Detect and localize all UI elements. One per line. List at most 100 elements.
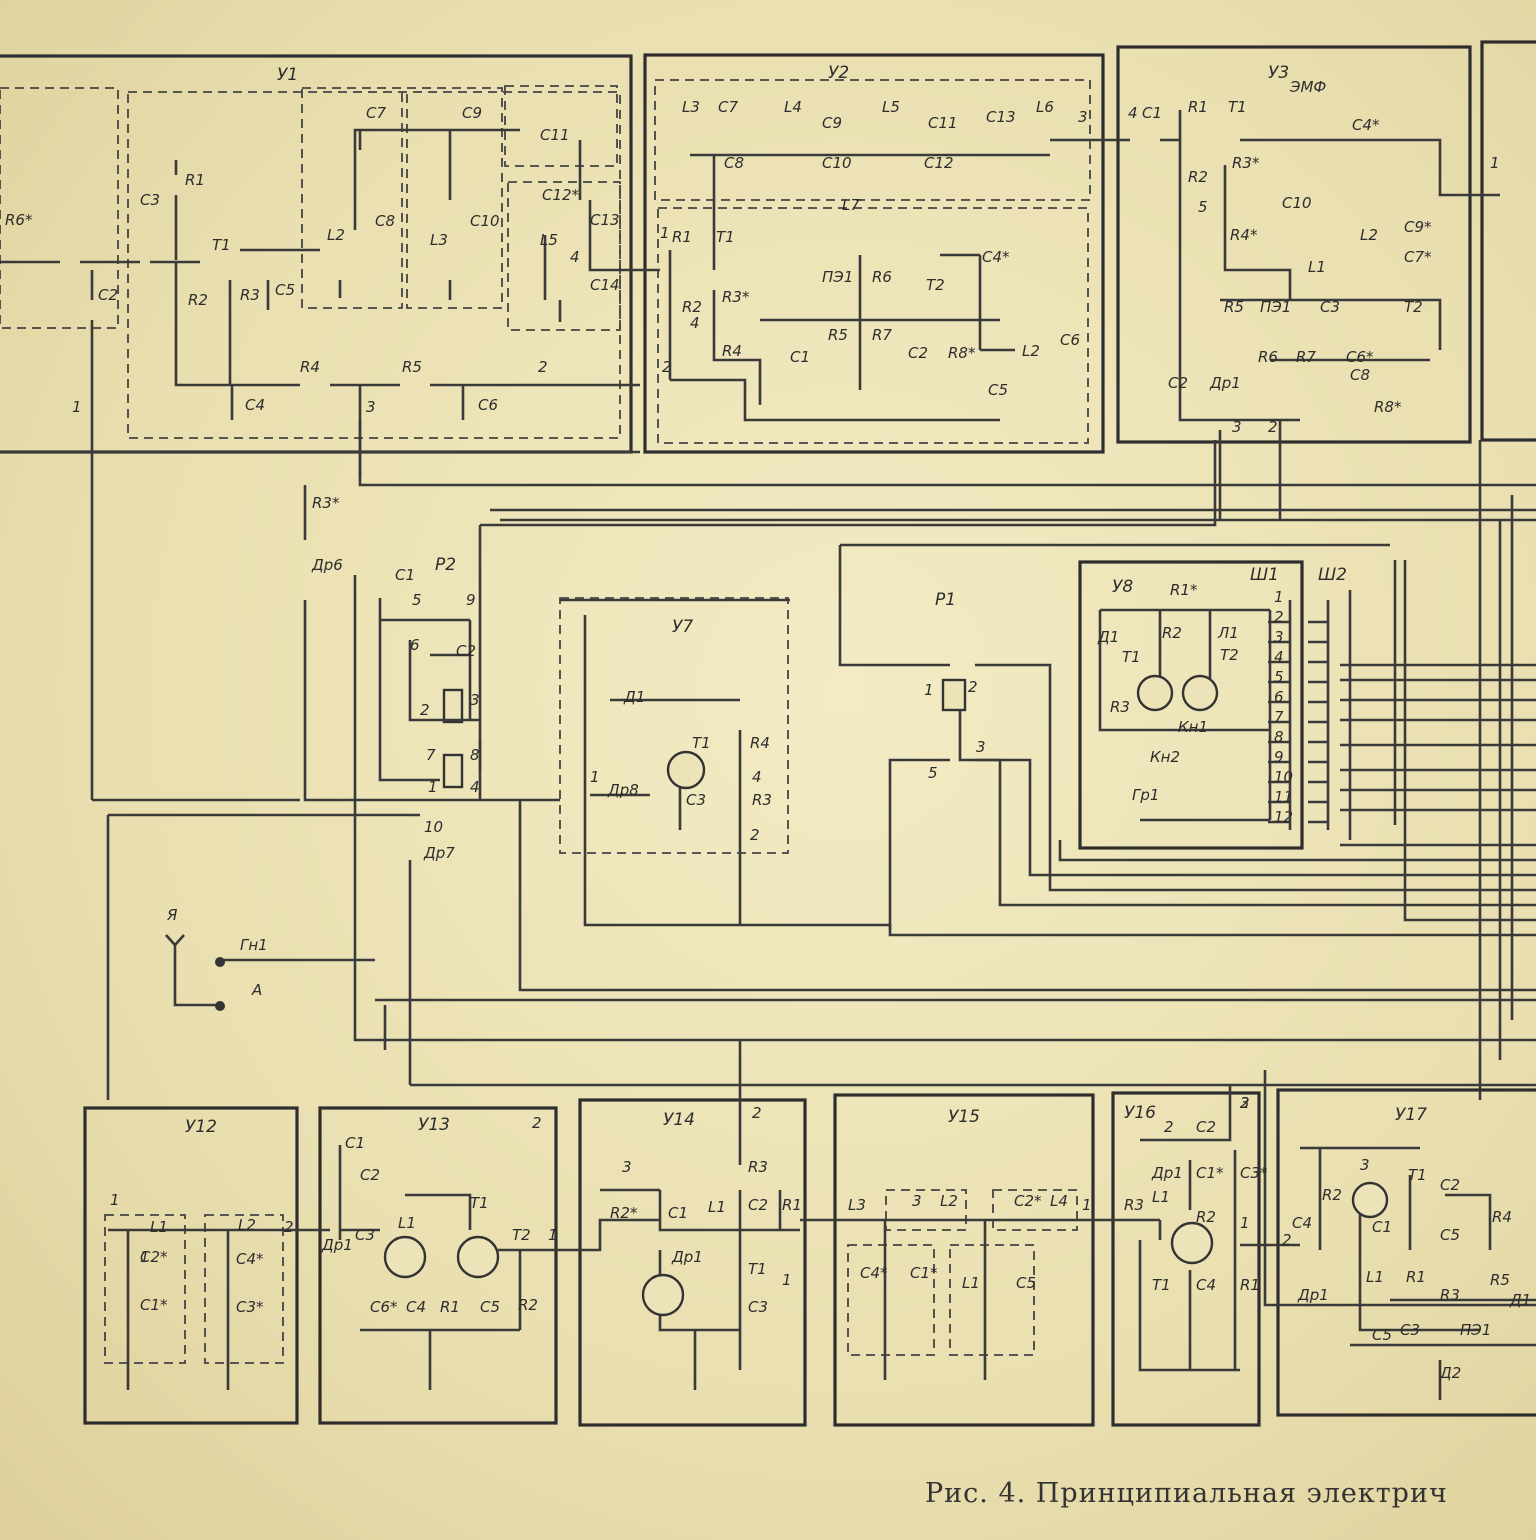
label-mid-29: R2 [1162,624,1182,642]
label-u2-29: 1 [660,224,670,242]
block-u2-frame [643,53,1105,454]
label-bottom-70: C5 [1372,1326,1392,1344]
label-bottom-7: 2 [284,1218,294,1236]
label-mid-42: 5 [1274,668,1284,686]
label-bottom-5: C3* [236,1298,264,1316]
label-u1-17: C10 [470,212,500,230]
label-u3-21: C8 [1350,366,1370,384]
label-u2-0: L3 [682,98,700,116]
label-u1-1: C3 [140,191,160,209]
label-bottom-72: ПЭ1 [1460,1321,1491,1339]
label-bottom-34: 3 [912,1192,922,1210]
label-u1-6: R3 [240,286,260,304]
block-title-u2: У2 [828,63,849,83]
label-mid-32: T1 [1122,648,1141,666]
label-bottom-39: C1* [910,1264,938,1282]
label-u1-5: R2 [188,291,208,309]
block-title-sh1: Ш1 [1250,565,1279,585]
label-mid-48: 11 [1274,788,1293,806]
label-mid-40: 3 [1274,628,1284,646]
block-title-u16: У16 [1124,1103,1156,1123]
label-bottom-69: Д1 [1509,1291,1531,1309]
label-mid-3: 5 [412,591,422,609]
label-mid-23: 4 [752,768,762,786]
label-bottom-26: R1 [782,1196,802,1214]
label-bottom-49: C3* [1240,1164,1268,1182]
label-u1-10: R5 [402,358,422,376]
label-bottom-56: 2 [1240,1094,1250,1112]
label-u2-15: R4 [722,342,742,360]
label-mid-13: 10 [424,818,443,836]
label-bottom-15: C4 [406,1298,426,1316]
label-u2-4: C9 [822,114,842,132]
label-bottom-46: Др1 [1151,1164,1183,1182]
label-bottom-52: C4 [1196,1276,1216,1294]
label-bottom-58: T1 [1408,1166,1427,1184]
label-bottom-2: L1 [150,1218,168,1236]
label-mid-20: R3 [752,791,772,809]
label-u2-31: 3 [1078,108,1088,126]
label-mid-18: Др8 [607,781,639,799]
label-u1-23: 1 [72,398,82,416]
label-u1-15: C8 [375,212,395,230]
label-u3-28: 5 [1198,198,1208,216]
label-u1-7: C5 [275,281,295,299]
block-title-u3: У3 [1268,63,1289,83]
label-u2-21: C1 [790,348,810,366]
label-u3-13: R5 [1224,298,1244,316]
label-u1-26: 4 [570,248,580,266]
label-u2-13: R2 [682,298,702,316]
label-u3-27: 4 [1128,104,1138,122]
label-mid-19: C3 [686,791,706,809]
label-u2-14: R3* [722,288,750,306]
label-u2-30: 2 [662,358,672,376]
label-u3-20: C6* [1346,348,1374,366]
label-u2-3: L4 [784,98,802,116]
block-u15-frame [833,1093,1095,1427]
label-bottom-75: 2 [1282,1231,1292,1249]
label-bottom-47: C1* [1196,1164,1224,1182]
label-u3-7: C10 [1282,194,1312,212]
label-u3-25: 2 [1268,418,1278,436]
label-u3-19: R7 [1296,348,1316,366]
label-bottom-33: 2 [752,1104,762,1122]
label-mid-37: Гр1 [1132,786,1159,804]
block-title-u12: У12 [185,1117,217,1137]
label-bottom-13: T2 [512,1226,531,1244]
block-u3-frame [1116,45,1472,444]
label-bottom-54: R3 [1124,1196,1144,1214]
label-u2-12: T1 [716,228,735,246]
label-mid-6: C2 [456,642,476,660]
label-bottom-10: C3 [355,1226,375,1244]
label-u1-24: 2 [538,358,548,376]
label-mid-21: 1 [590,768,600,786]
label-bottom-4: C4* [236,1250,264,1268]
label-bottom-35: L2 [940,1192,958,1210]
label-bottom-63: C5 [1440,1226,1460,1244]
label-bottom-28: Др1 [671,1248,703,1266]
label-bottom-32: 1 [782,1271,792,1289]
block-title-sh2: Ш2 [1318,565,1347,585]
label-u1-21: L5 [540,231,558,249]
label-u2-19: R6 [872,268,892,286]
label-u1-2: C2 [98,286,118,304]
label-u3-8: R4* [1230,226,1258,244]
label-u2-6: L5 [882,98,900,116]
label-bottom-19: Др1 [321,1236,353,1254]
label-mid-47: 10 [1274,768,1293,786]
label-u2-25: R8* [948,344,976,362]
label-u1-3: R1 [185,171,205,189]
label-mid-45: 8 [1274,728,1284,746]
label-mid-0: R3* [312,494,340,512]
label-mid-44: 7 [1274,708,1284,726]
label-bottom-6: 1 [110,1191,120,1209]
label-u3-24: 1 [1490,154,1500,172]
label-bottom-23: C1 [668,1204,688,1222]
label-bottom-38: C4* [860,1264,888,1282]
label-u1-12: C7 [366,104,386,122]
label-bottom-24: L1 [708,1198,726,1216]
label-bottom-1: C1* [140,1296,168,1314]
label-mid-34: R3 [1110,698,1130,716]
label-u3-14: ПЭ1 [1260,298,1291,316]
label-mid-39: 2 [1274,608,1284,626]
